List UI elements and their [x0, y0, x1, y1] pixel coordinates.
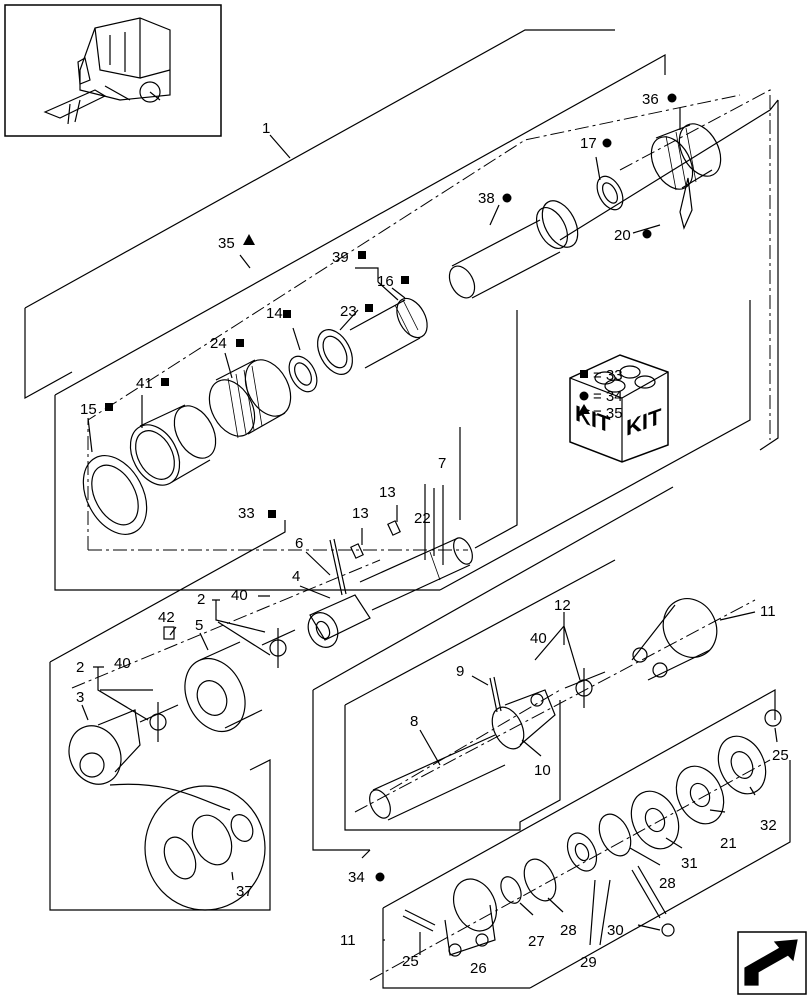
- part-12-cross: [564, 668, 606, 708]
- callout-36: 36: [642, 91, 659, 108]
- part-32-flange: [717, 735, 767, 795]
- part-10-yoke: [491, 689, 556, 750]
- callout-4: 4: [292, 568, 300, 585]
- part-23-bearing: [317, 329, 353, 375]
- part-28-disc-upper: [598, 813, 632, 857]
- machine-thumbnail-icon: [4, 4, 222, 137]
- callout-38: 38: [478, 190, 495, 207]
- callout-37: 37: [236, 883, 253, 900]
- callout-31: 31: [681, 855, 698, 872]
- part-8-tube: [369, 734, 506, 821]
- kit-box-icon: [569, 354, 669, 463]
- part-41-cup: [129, 404, 217, 486]
- callout-11-a: 11: [760, 603, 776, 620]
- callout-35: 35: [218, 235, 235, 252]
- callout-23: 23: [340, 303, 357, 320]
- callout-26: 26: [470, 960, 487, 977]
- callout-10: 10: [534, 762, 551, 779]
- callout-14: 14: [266, 305, 283, 322]
- part-11-clutch-upper: [631, 598, 718, 681]
- callout-labels: 1 35 39 16 23 14 24 41 15 38 17 36 20 7 …: [76, 91, 789, 977]
- callout-32: 32: [760, 817, 777, 834]
- callout-41: 41: [136, 375, 153, 392]
- part-25-nut-upper: [764, 709, 782, 727]
- callout-13-a: 13: [379, 484, 396, 501]
- callout-11-b: 11: [340, 932, 356, 949]
- part-21-plate: [675, 765, 725, 825]
- legend-square-text: = 33: [593, 367, 623, 384]
- callout-15: 15: [80, 401, 97, 418]
- kit-label-right-wrap: KIT: [626, 403, 662, 441]
- callout-3: 3: [76, 689, 84, 706]
- callout-33: 33: [238, 505, 255, 522]
- callout-12: 12: [554, 597, 571, 614]
- part-36-spring: [650, 123, 722, 230]
- part-6-pin: [329, 538, 347, 596]
- callout-28-b: 28: [560, 922, 577, 939]
- part-14-washer: [288, 355, 318, 393]
- part-3-yoke-splined: [68, 709, 141, 785]
- detail-37-bubble: [109, 783, 266, 911]
- legend-circle-text: = 34: [593, 388, 623, 405]
- next-page-arrow-icon[interactable]: [737, 931, 807, 995]
- callout-30: 30: [607, 922, 624, 939]
- callout-29: 29: [580, 954, 597, 971]
- part-2-cross-lower: [139, 702, 179, 742]
- part-9-pin: [489, 676, 502, 713]
- callout-17: 17: [580, 135, 597, 152]
- callout-20: 20: [614, 227, 631, 244]
- callout-21: 21: [720, 835, 737, 852]
- part-24-spring-coil: [208, 359, 292, 439]
- callout-2-a: 2: [197, 591, 205, 608]
- part-27-ring: [500, 876, 522, 904]
- callout-22: 22: [414, 510, 431, 527]
- part-5-hub: [184, 641, 263, 733]
- part-31-plate: [630, 790, 680, 850]
- callout-40-a: 40: [231, 587, 248, 604]
- callout-28-a: 28: [659, 875, 676, 892]
- callout-7: 7: [438, 455, 446, 472]
- callout-5: 5: [195, 617, 203, 634]
- callout-40-b: 40: [114, 655, 131, 672]
- callout-6: 6: [295, 535, 303, 552]
- callout-13-b: 13: [352, 505, 369, 522]
- part-30-bolt: [631, 865, 675, 937]
- part-16-sleeve: [349, 297, 428, 369]
- part-4-yoke: [307, 594, 371, 648]
- part-38-tube: [448, 200, 579, 299]
- callout-16: 16: [377, 273, 394, 290]
- callout-24: 24: [210, 335, 227, 352]
- callout-25-a: 25: [772, 747, 789, 764]
- callout-34: 34: [348, 869, 365, 886]
- part-15-ring: [82, 455, 148, 535]
- part-28-disc-lower: [523, 858, 557, 902]
- part-11-clutch-lower: [444, 878, 498, 957]
- part-2-cross-upper: [261, 628, 296, 668]
- part-29-hub: [566, 832, 598, 872]
- kit-label-right: KIT: [626, 403, 662, 441]
- kit-markers: [105, 93, 677, 882]
- callout-27: 27: [528, 933, 545, 950]
- callout-25-b: 25: [402, 953, 419, 970]
- callout-40-c: 40: [530, 630, 547, 647]
- part-25-bolt-lower: [402, 909, 436, 932]
- part-17-clip: [596, 175, 624, 211]
- callout-42: 42: [158, 609, 175, 626]
- callout-39: 39: [332, 249, 349, 266]
- part-22-shaft: [359, 537, 473, 611]
- part-42-fitting: [163, 626, 175, 640]
- callout-2-b: 2: [76, 659, 84, 676]
- callout-1: 1: [262, 120, 270, 137]
- legend-triangle-text: = 35: [593, 405, 623, 422]
- callout-9: 9: [456, 663, 464, 680]
- part-13-fitting: [350, 520, 401, 559]
- callout-8: 8: [410, 713, 418, 730]
